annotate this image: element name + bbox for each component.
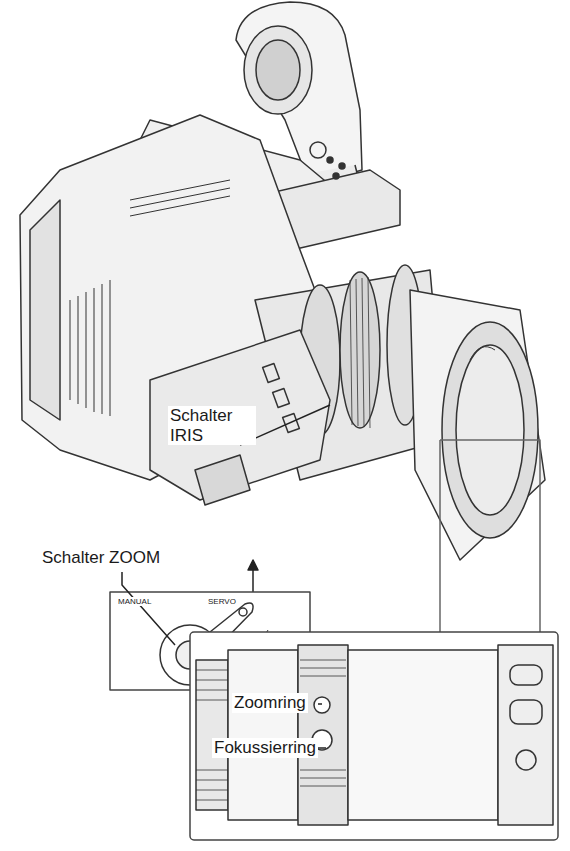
switch-position: MANUAL bbox=[116, 597, 153, 606]
part-label: Fokussierring bbox=[212, 738, 318, 758]
part-label: Schalter IRIS bbox=[168, 406, 256, 445]
switch-position: SERVO bbox=[206, 597, 238, 606]
part-label: Zoomring bbox=[232, 693, 308, 713]
part-label: Schalter ZOOM bbox=[40, 548, 162, 568]
